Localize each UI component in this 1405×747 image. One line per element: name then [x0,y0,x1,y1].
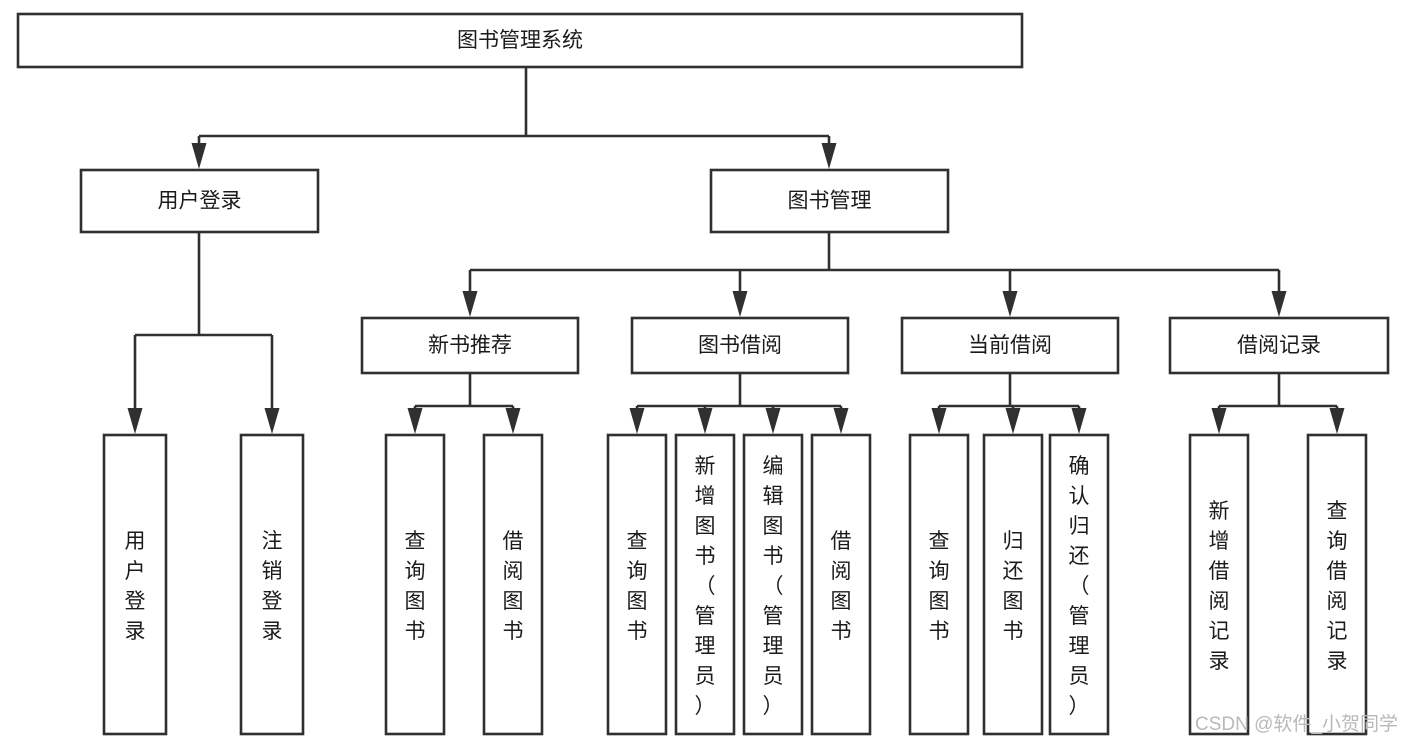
connectors-layer [127,67,1345,434]
node-leaf-query-borrow-record[interactable]: 查询借阅记录 [1306,433,1368,736]
connector-bookmanage-to-level3 [462,232,1287,317]
node-label-leaf-query-book-rec: 查询图书 [405,530,426,643]
arrow-head-leaf-edit-book-admin [765,408,781,434]
node-box-book-manage[interactable] [709,168,950,234]
node-box-leaf-logout[interactable] [239,433,305,736]
arrow-head-book-borrow [732,291,748,317]
arrow-head-leaf-query-book-current [931,408,947,434]
arrow-head-leaf-query-book-borrow [629,408,645,434]
node-box-book-borrow[interactable] [630,316,850,375]
node-leaf-query-book-current[interactable]: 查询图书 [908,433,970,736]
node-box-leaf-user-login[interactable] [102,433,168,736]
node-box-root[interactable] [16,12,1024,69]
arrow-head-leaf-return-book [1005,408,1021,434]
nodes-layer: 图书管理系统用户登录图书管理新书推荐图书借阅当前借阅借阅记录用户登录注销登录查询… [16,12,1390,736]
connector-newbook-to-leaves [407,373,521,434]
node-leaf-confirm-return-admin[interactable]: 确认归还（管理员） [1048,433,1110,736]
node-leaf-edit-book-admin[interactable]: 编辑图书（管理员） [742,433,804,736]
node-box-leaf-confirm-return-admin[interactable] [1048,433,1110,736]
node-box-leaf-edit-book-admin[interactable] [742,433,804,736]
arrow-head-new-book-recommend [462,291,478,317]
arrow-head-leaf-borrow-book-rec [505,408,521,434]
node-label-leaf-query-book-borrow: 查询图书 [627,530,648,643]
node-leaf-logout[interactable]: 注销登录 [239,433,305,736]
connector-borrowrecord-to-leaves [1211,373,1345,434]
arrow-head-leaf-query-borrow-record [1329,408,1345,434]
node-box-user-login[interactable] [79,168,320,234]
connector-root-to-level2 [191,67,837,169]
node-label-root: 图书管理系统 [457,29,583,52]
node-book-manage[interactable]: 图书管理 [709,168,950,234]
node-box-leaf-query-book-current[interactable] [908,433,970,736]
node-label-leaf-query-book-current: 查询图书 [929,530,950,643]
node-leaf-borrow-book[interactable]: 借阅图书 [810,433,872,736]
node-box-borrow-record[interactable] [1168,316,1390,375]
node-leaf-return-book[interactable]: 归还图书 [982,433,1044,736]
node-label-leaf-return-book: 归还图书 [1003,530,1024,643]
node-leaf-user-login[interactable]: 用户登录 [102,433,168,736]
node-label-leaf-user-login: 用户登录 [125,530,146,643]
arrow-head-leaf-borrow-book [833,408,849,434]
node-leaf-borrow-book-rec[interactable]: 借阅图书 [482,433,544,736]
arrow-head-leaf-add-book-admin [697,408,713,434]
node-box-leaf-return-book[interactable] [982,433,1044,736]
node-label-leaf-logout: 注销登录 [262,530,283,643]
node-box-leaf-add-borrow-record[interactable] [1188,433,1250,736]
arrow-head-leaf-query-book-rec [407,408,423,434]
node-leaf-query-book-rec[interactable]: 查询图书 [384,433,446,736]
node-box-leaf-query-book-rec[interactable] [384,433,446,736]
arrow-head-leaf-user-login [127,408,143,434]
node-label-book-borrow: 图书借阅 [698,334,782,357]
node-root[interactable]: 图书管理系统 [16,12,1024,69]
arrow-head-leaf-add-borrow-record [1211,408,1227,434]
node-label-borrow-record: 借阅记录 [1237,334,1321,357]
node-label-leaf-confirm-return-admin: 确认归还（管理员） [1069,455,1090,718]
arrow-head-leaf-confirm-return-admin [1071,408,1087,434]
arrow-head-borrow-record [1271,291,1287,317]
node-label-leaf-edit-book-admin: 编辑图书（管理员） [763,455,784,718]
arrow-head-book-manage [821,143,837,169]
connector-currentborrow-to-leaves [931,373,1087,434]
csdn-watermark: CSDN @软件_小贺同学 [1195,713,1398,735]
node-box-leaf-query-book-borrow[interactable] [606,433,668,736]
node-box-leaf-borrow-book-rec[interactable] [482,433,544,736]
connector-bookborrow-to-leaves [629,373,849,434]
node-current-borrow[interactable]: 当前借阅 [900,316,1120,375]
node-book-borrow[interactable]: 图书借阅 [630,316,850,375]
node-box-leaf-add-book-admin[interactable] [674,433,736,736]
node-label-leaf-add-borrow-record: 新增借阅记录 [1209,500,1230,673]
node-borrow-record[interactable]: 借阅记录 [1168,316,1390,375]
node-leaf-query-book-borrow[interactable]: 查询图书 [606,433,668,736]
node-box-new-book-recommend[interactable] [360,316,580,375]
node-user-login[interactable]: 用户登录 [79,168,320,234]
arrow-head-current-borrow [1002,291,1018,317]
node-label-book-manage: 图书管理 [788,190,872,213]
node-box-leaf-borrow-book[interactable] [810,433,872,736]
node-leaf-add-book-admin[interactable]: 新增图书（管理员） [674,433,736,736]
node-label-current-borrow: 当前借阅 [968,334,1052,357]
node-box-leaf-query-borrow-record[interactable] [1306,433,1368,736]
node-new-book-recommend[interactable]: 新书推荐 [360,316,580,375]
node-label-leaf-borrow-book-rec: 借阅图书 [503,530,524,643]
node-label-leaf-query-borrow-record: 查询借阅记录 [1327,500,1348,673]
node-leaf-add-borrow-record[interactable]: 新增借阅记录 [1188,433,1250,736]
node-box-current-borrow[interactable] [900,316,1120,375]
node-label-leaf-borrow-book: 借阅图书 [831,530,852,643]
node-label-user-login: 用户登录 [158,190,242,213]
arrow-head-leaf-logout [264,408,280,434]
node-label-leaf-add-book-admin: 新增图书（管理员） [695,455,716,718]
connector-userlogin-to-leaves [127,232,280,434]
node-label-new-book-recommend: 新书推荐 [428,334,512,357]
arrow-head-user-login [191,143,207,169]
